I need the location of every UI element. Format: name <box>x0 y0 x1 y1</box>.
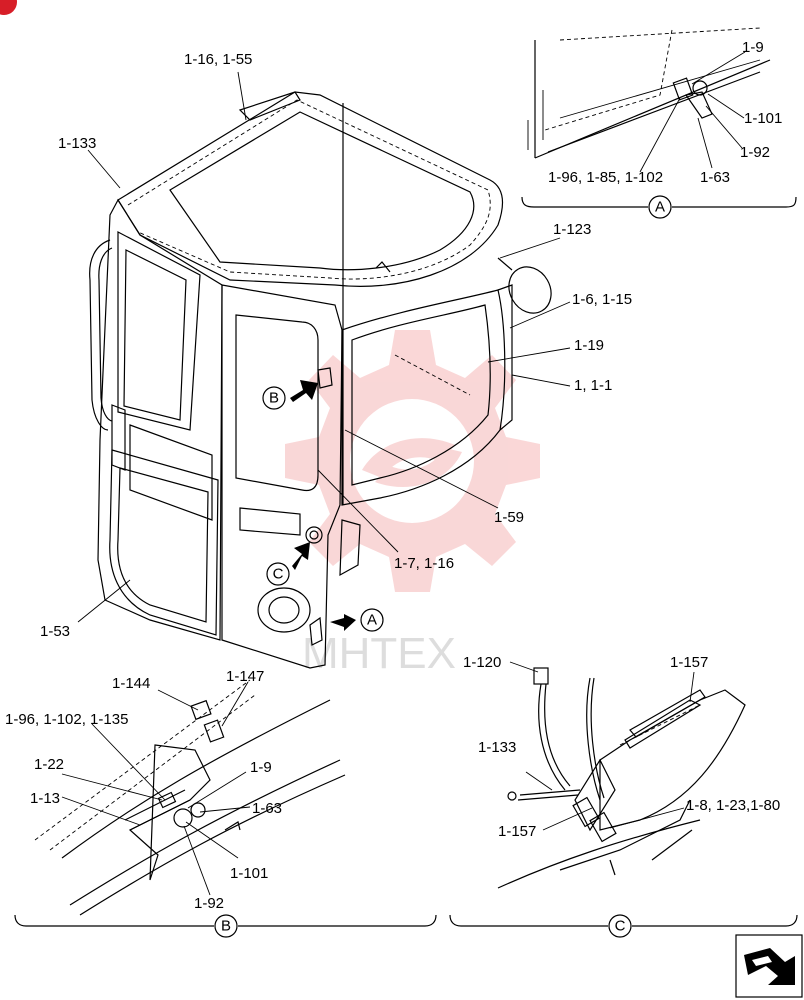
label-1-96-1-102-1-135: 1-96, 1-102, 1-135 <box>5 711 128 728</box>
detail-c-drawing <box>497 667 746 889</box>
leader-lines-b <box>61 681 251 896</box>
label-1-6-1-15: 1-6, 1-15 <box>572 291 632 308</box>
label-1-8-1-23-1-80: 1-8, 1-23,1-80 <box>686 797 780 814</box>
watermark-gear-icon <box>285 330 540 592</box>
label-1-101-a: 1-101 <box>744 110 782 127</box>
label-1-157-top: 1-157 <box>670 654 708 671</box>
label-1-22: 1-22 <box>34 756 64 773</box>
svg-text:C: C <box>615 918 626 935</box>
detail-b-bracket: B <box>14 914 437 938</box>
detail-a-bracket: A <box>521 195 797 219</box>
label-1-144: 1-144 <box>112 675 150 692</box>
svg-text:C: C <box>273 566 284 583</box>
label-1-96-1-85-1-102: 1-96, 1-85, 1-102 <box>548 169 663 186</box>
svg-text:A: A <box>367 612 377 629</box>
label-1-133-c: 1-133 <box>478 739 516 756</box>
label-1-147: 1-147 <box>226 668 264 685</box>
label-1-63-b: 1-63 <box>252 800 282 817</box>
watermark-text: MHTEX <box>302 629 456 678</box>
label-1-157-bot: 1-157 <box>498 823 536 840</box>
cab-main-view <box>89 91 552 669</box>
leader-lines-c <box>509 661 695 831</box>
label-1-123: 1-123 <box>553 221 591 238</box>
svg-text:B: B <box>269 390 279 407</box>
detail-a-drawing <box>527 27 771 159</box>
label-1-9-a: 1-9 <box>742 39 764 56</box>
label-1-92-b: 1-92 <box>194 895 224 912</box>
leader-lines-a <box>639 51 746 173</box>
pointer-a: A <box>330 608 384 632</box>
label-1-13: 1-13 <box>30 790 60 807</box>
label-1-120: 1-120 <box>463 654 501 671</box>
red-badge-icon <box>0 0 17 15</box>
label-1-1-1: 1, 1-1 <box>574 377 612 394</box>
label-1-7-1-16: 1-7, 1-16 <box>394 555 454 572</box>
label-1-92-a: 1-92 <box>740 144 770 161</box>
svg-text:B: B <box>221 918 231 935</box>
svg-text:A: A <box>655 199 665 216</box>
leader-lines-main <box>77 71 571 623</box>
label-1-101-b: 1-101 <box>230 865 268 882</box>
pointer-b: B <box>262 380 318 410</box>
detail-c-bracket: C <box>449 914 798 938</box>
side-mirror-icon <box>497 257 552 314</box>
label-1-53: 1-53 <box>40 623 70 640</box>
label-1-9-b: 1-9 <box>250 759 272 776</box>
lock-icon <box>305 526 323 544</box>
label-1-19: 1-19 <box>574 337 604 354</box>
label-1-63-a: 1-63 <box>700 169 730 186</box>
return-arrow-icon[interactable] <box>735 934 803 998</box>
lamp-icon <box>257 587 311 633</box>
label-1-16-1-55: 1-16, 1-55 <box>184 51 252 68</box>
detail-b-drawing <box>34 679 346 916</box>
label-1-59: 1-59 <box>494 509 524 526</box>
pointer-c: C <box>266 542 310 586</box>
label-1-133-top: 1-133 <box>58 135 96 152</box>
